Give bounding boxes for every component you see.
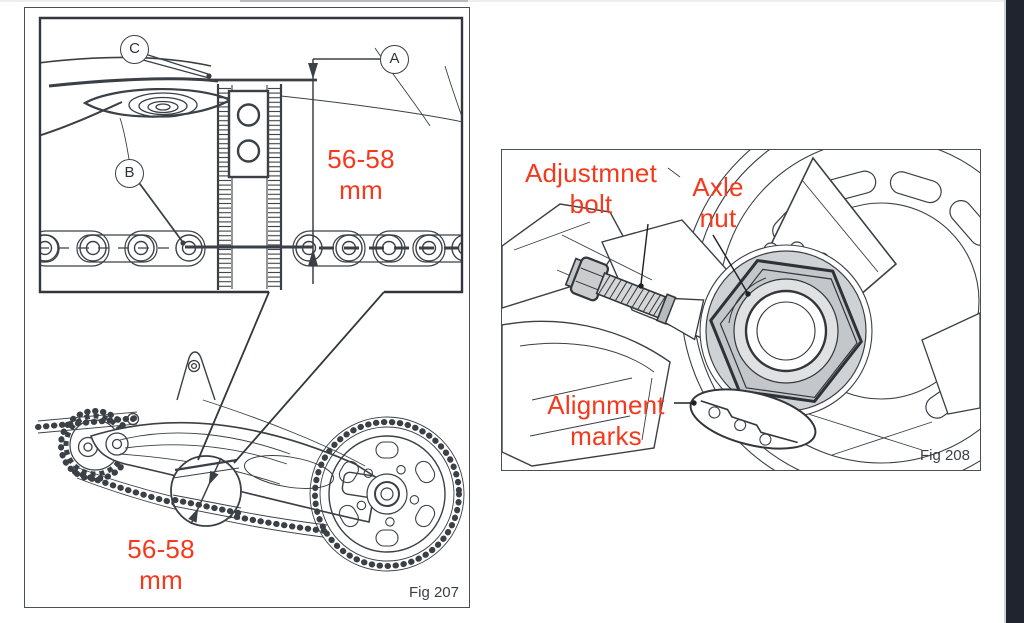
figure-208-panel: Adjustmnet bolt Axle nut Alignment marks…: [501, 149, 981, 471]
axle-nut-label-line2: nut: [699, 203, 737, 233]
callout-a: A: [380, 45, 409, 74]
fig208-line-art: [502, 150, 980, 470]
fig207-caption: Fig 207: [408, 584, 459, 601]
alignment-marks-label-line2: marks: [570, 421, 642, 451]
fig207-line-art: [35, 16, 465, 572]
detail-measurement-label: 56-58 mm: [301, 144, 421, 206]
adjustment-bolt-label-line2: bolt: [569, 189, 613, 219]
detail-measurement-value: 56-58: [327, 144, 395, 174]
overview-measurement-label: 56-58 mm: [101, 534, 221, 596]
overview-measurement-unit: mm: [139, 565, 183, 595]
page-top-edge-shadow: [240, 0, 468, 2]
page-top-edge: [0, 0, 1004, 2]
detail-measurement-unit: mm: [339, 175, 383, 205]
callout-b: B: [115, 159, 144, 188]
alignment-marks-label-line1: Alignment: [547, 390, 665, 420]
adjustment-bolt-label-line1: Adjustmnet: [524, 158, 658, 188]
callout-c: C: [120, 35, 149, 64]
alignment-marks-label: Alignment marks: [521, 390, 691, 452]
fig208-caption: Fig 208: [919, 447, 970, 464]
axle-nut-label: Axle nut: [658, 172, 778, 234]
right-edge-divider: [1004, 0, 1006, 623]
axle-nut-label-line1: Axle: [692, 172, 744, 202]
right-dark-sidebar: [1006, 0, 1024, 623]
adjustment-bolt-label: Adjustmnet bolt: [516, 158, 666, 220]
figure-207-panel: C A B 56-58 mm 56-58 mm Fig 207: [24, 7, 470, 608]
overview-measurement-value: 56-58: [127, 534, 195, 564]
